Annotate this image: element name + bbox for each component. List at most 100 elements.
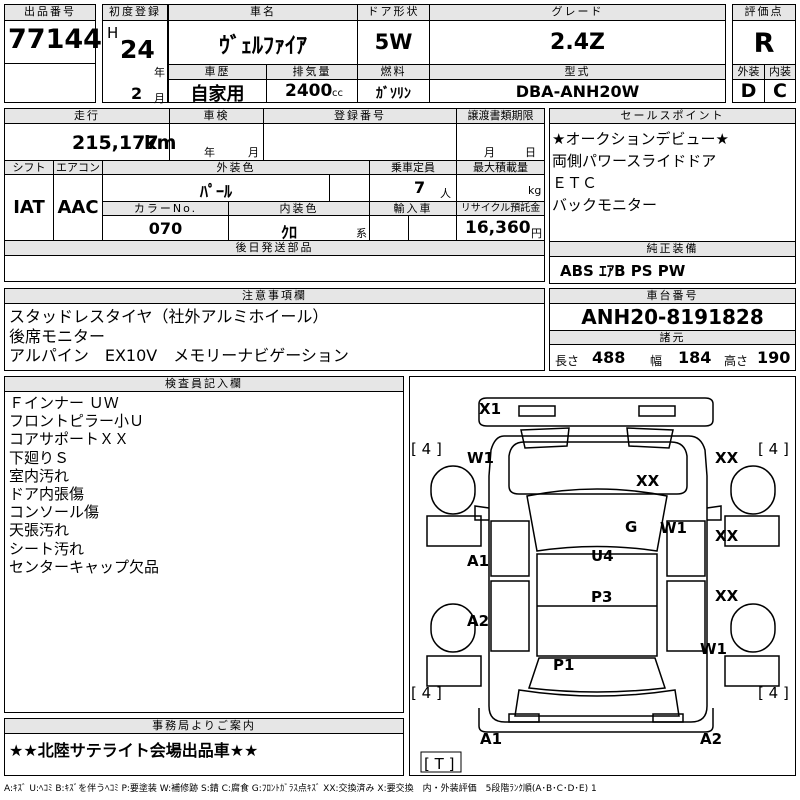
capacity-unit: 人 [440, 187, 451, 200]
mark-w1-front-left: W1 [467, 449, 494, 467]
fuel: ｶﾞｿﾘﾝ [376, 86, 411, 102]
spare-tire: [ T ] [424, 755, 455, 773]
rear-outline [514, 689, 680, 717]
first-reg-cell [102, 20, 168, 103]
inspector-item: ドア内張傷 [9, 485, 85, 504]
left-mirror [474, 505, 490, 521]
exterior-label: 外装 [732, 64, 765, 80]
transfer-day-unit: 日 [525, 146, 536, 159]
rear-window-outline [527, 657, 667, 693]
grade: 2.4Z [550, 30, 605, 55]
inspector-label: 検査員記入欄 [4, 376, 404, 392]
tire-front-right: [ 4 ] [758, 440, 789, 458]
inspector-list: Ｆインナー ＵＷ フロントピラー小Ｕ コアサポートＸＸ 下廻りＳ 室内汚れ ドア… [9, 394, 159, 576]
load-unit: kg [528, 184, 542, 197]
caution-item: スタッドレスタイヤ（社外アルミホイール） [9, 307, 329, 326]
mileage-label: 走行 [4, 108, 170, 124]
era: H [107, 24, 119, 42]
inspector-item: 下廻りＳ [9, 448, 70, 467]
exterior-grade: D [740, 80, 757, 102]
left-panel-front [426, 515, 482, 547]
transfer-label: 譲渡書類期限 [456, 108, 545, 124]
door-label: ドア形状 [357, 4, 430, 21]
car-name: ｳﾞｪﾙﾌｧｲｱ [218, 34, 307, 59]
inspector-item: 室内汚れ [9, 466, 70, 485]
reg-year: 24 [120, 35, 155, 64]
length: 488 [592, 348, 626, 367]
model: DBA-ANH20W [515, 82, 640, 101]
mark-p3: P3 [591, 588, 613, 606]
mark-w1-rear-right: W1 [700, 640, 727, 658]
height: 190 [757, 348, 791, 367]
reg-number-label: 登録番号 [263, 108, 457, 124]
office-notice: ★★北陸サテライト会場出品車★★ [9, 741, 259, 760]
interior-grade: C [773, 80, 787, 102]
displacement: 2400 [285, 81, 333, 101]
mileage: 215,177 [72, 132, 159, 154]
inspector-item: フロントピラー小Ｕ [9, 412, 145, 431]
inspector-item: コンソール傷 [9, 503, 100, 522]
grade-label: グレード [429, 4, 726, 21]
hood-outline [508, 441, 688, 495]
left-front-door [490, 520, 530, 577]
door-type: 5W [374, 30, 413, 54]
office-box [4, 733, 404, 776]
caution-label: 注意事項欄 [4, 288, 545, 304]
right-mirror [706, 505, 722, 521]
equipment-box [549, 256, 796, 284]
inspector-box [4, 391, 404, 713]
mark-a1-left: A1 [467, 552, 490, 570]
caution-list: スタッドレスタイヤ（社外アルミホイール） 後席モニター アルパイン EX10V … [9, 307, 349, 366]
color: ﾊﾟｰﾙ [199, 182, 232, 201]
inspector-item: センターキャップ欠品 [9, 557, 160, 576]
displacement-unit: cc [332, 88, 343, 99]
sales-point-item: 両側パワースライドドア [552, 152, 717, 170]
later-parts-label: 後日発送部品 [4, 240, 545, 256]
color-no: 070 [148, 219, 183, 238]
int-color: ｸﾛ [280, 223, 297, 242]
sales-point-item: バックモニター [552, 196, 658, 214]
first-reg-label: 初度登録 [102, 4, 168, 21]
caution-item: アルパイン EX10V メモリーナビゲーション [9, 346, 349, 365]
mark-xx-front-right: XX [715, 449, 739, 467]
mark-u4: U4 [591, 547, 614, 565]
fuel-label: 燃料 [357, 64, 430, 80]
left-slide-door [490, 580, 530, 652]
rear-lamp-left [508, 713, 540, 723]
transfer-month-unit: 月 [484, 146, 495, 159]
sales-points-list: ★オークションデビュー★ 両側パワースライドドア ＥＴＣ バックモニター [552, 128, 729, 216]
recycle-label: リサイクル預託金 [456, 201, 545, 216]
length-label: 長さ [555, 354, 580, 368]
color-no-label: カラーNo. [102, 201, 229, 216]
inspector-item: コアサポートＸＸ [9, 430, 130, 449]
sales-point-item: ＥＴＣ [552, 174, 598, 192]
car-name-label: 車名 [168, 4, 358, 21]
model-cell [429, 79, 726, 103]
shift: IAT [13, 197, 45, 218]
spec-label: 諸元 [549, 330, 796, 345]
score-label: 評価点 [732, 4, 796, 21]
legend-footer: A:ｷｽﾞ U:ﾍｺﾐ B:ｷｽﾞを伴うﾍｺﾐ P:要塗装 W:補修跡 S:錆 … [4, 784, 597, 794]
vehicle-detail-table: 走行 215,177 km 車検 年 月 登録番号 譲渡書類期限 月 日 シフト… [4, 108, 545, 284]
width: 184 [678, 348, 712, 367]
mark-a2-rear: A2 [700, 730, 723, 748]
interior-label: 内装 [764, 64, 796, 80]
equipment: ABS ｴｱB PS PW [560, 262, 686, 280]
chassis-number: ANH20-8191828 [581, 305, 764, 329]
rear-lamp-right [652, 713, 684, 723]
import-cell [369, 215, 409, 241]
lot-number: 77144 [8, 24, 102, 55]
equipment-label: 純正装備 [549, 241, 796, 257]
reg-month-unit: 月 [154, 92, 165, 105]
inspection-year-unit: 年 [204, 146, 215, 159]
ac: AAC [57, 197, 99, 218]
right-panel-front [724, 515, 780, 547]
spare-tire-box [420, 751, 462, 773]
roof-outline [536, 553, 658, 657]
mark-w1-right: W1 [660, 519, 687, 537]
import-cell-2 [408, 215, 457, 241]
right-front-door [666, 520, 706, 577]
spec-box [549, 344, 796, 371]
later-parts-cell [4, 255, 545, 282]
load-label: 最大積載量 [456, 160, 545, 175]
